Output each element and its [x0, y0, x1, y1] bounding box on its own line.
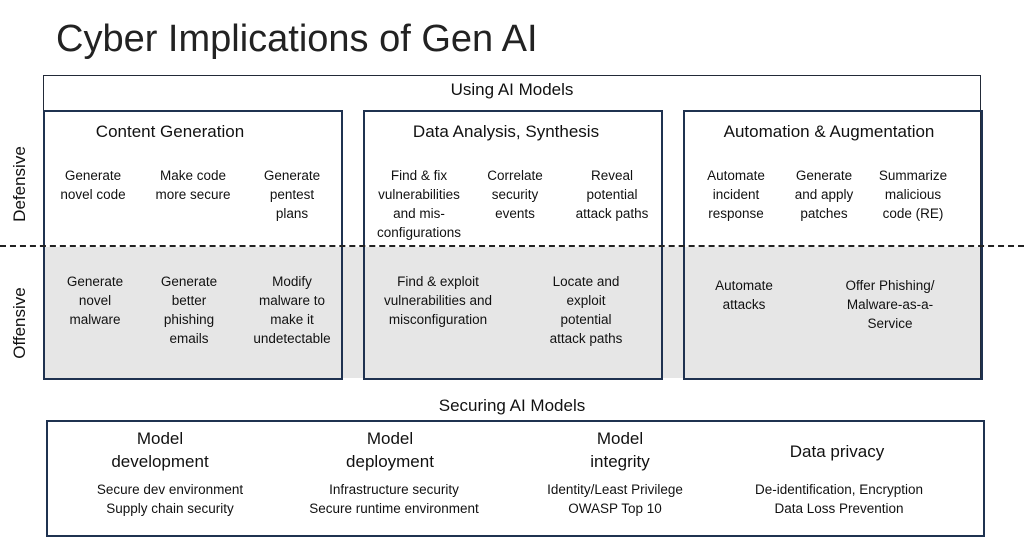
securing-item-title: Model integrity [590, 429, 650, 471]
securing-item-subtitle: Infrastructure security Secure runtime e… [309, 482, 479, 516]
defensive-item: Make code more secure [155, 168, 231, 202]
offensive-item: Generate novel malware [66, 274, 124, 327]
column-title-data-analysis: Data Analysis, Synthesis [412, 122, 600, 141]
securing-item-subtitle: De-identification, Encryption Data Loss … [754, 482, 924, 516]
using-ai-models-header: Using AI Models [450, 80, 574, 99]
offensive-item: Modify malware to make it undetectable [253, 274, 331, 346]
defensive-item: Automate incident response [707, 168, 765, 221]
securing-item-title: Model development [111, 429, 209, 471]
defensive-offensive-divider [0, 245, 1024, 247]
side-label-offensive: Offensive [10, 287, 29, 359]
column-title-automation: Automation & Augmentation [723, 122, 935, 141]
offensive-item: Locate and exploit potential attack path… [549, 274, 623, 346]
defensive-item: Find & fix vulnerabilities and mis- conf… [376, 168, 462, 240]
offensive-item: Find & exploit vulnerabilities and misco… [383, 274, 493, 327]
offensive-item: Automate attacks [715, 278, 773, 312]
defensive-item: Summarize malicious code (RE) [878, 168, 948, 221]
securing-item-subtitle: Identity/Least Privilege OWASP Top 10 [547, 482, 683, 516]
offensive-band [44, 247, 980, 378]
securing-ai-models-box [46, 420, 985, 537]
offensive-item: Generate better phishing emails [160, 274, 218, 346]
side-label-defensive: Defensive [10, 146, 29, 222]
page-title: Cyber Implications of Gen AI [56, 18, 538, 60]
securing-item-title: Model deployment [346, 429, 434, 471]
securing-item-title: Data privacy [789, 442, 885, 461]
defensive-item: Generate and apply patches [794, 168, 854, 221]
securing-ai-models-header: Securing AI Models [438, 396, 586, 415]
defensive-item: Generate novel code [60, 168, 126, 202]
securing-item-subtitle: Secure dev environment Supply chain secu… [96, 482, 244, 516]
defensive-item: Correlate security events [487, 168, 543, 221]
column-title-content-generation: Content Generation [95, 122, 245, 141]
defensive-item: Generate pentest plans [263, 168, 321, 221]
defensive-item: Reveal potential attack paths [575, 168, 649, 221]
offensive-item: Offer Phishing/ Malware-as-a- Service [845, 278, 935, 331]
